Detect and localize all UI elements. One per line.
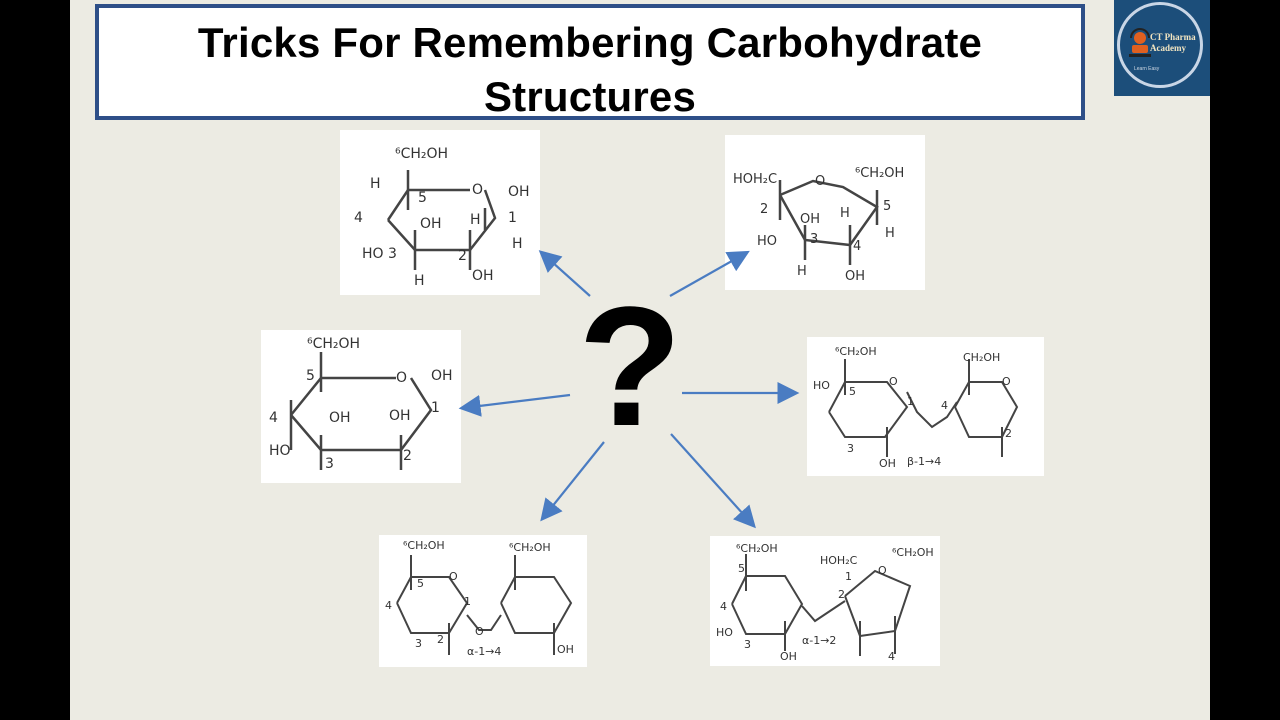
label-1: 1: [464, 595, 471, 608]
structure-maltose: ⁶CH₂OH ⁶CH₂OH 5 O 4 1 O 3 2 α-1→4 OH: [379, 535, 587, 667]
arrow-to-sucrose: [670, 433, 756, 529]
slide: Tricks For Remembering Carbohydrate Stru…: [70, 0, 1210, 720]
label-6ch2oh: ⁶CH₂OH: [835, 345, 877, 358]
label-2: 2: [760, 202, 768, 217]
label-oh: OH: [329, 410, 351, 426]
label-o: O: [889, 375, 898, 388]
label-alpha-link: α-1→4: [467, 645, 501, 658]
arrow-to-fructose: [669, 250, 750, 297]
title-box: Tricks For Remembering Carbohydrate Stru…: [95, 4, 1085, 120]
title-line-1: Tricks For Remembering Carbohydrate: [197, 19, 983, 66]
structure-lactose: ⁶CH₂OH CH₂OH HO 5 O 1 4 O 3 2 OH β-1→4: [807, 337, 1044, 476]
structure-sucrose: ⁶CH₂OH HOH₂C 1 O ⁶CH₂OH 5 4 2 HO 3 α-1→2…: [710, 536, 940, 666]
label-hoh2c: HOH₂C: [733, 172, 777, 187]
label-oh: OH: [420, 216, 442, 232]
label-ho: HO: [269, 443, 291, 459]
label-3: 3: [325, 456, 334, 472]
label-3: 3: [810, 232, 818, 247]
arrows: [458, 250, 800, 529]
label-5: 5: [306, 368, 315, 384]
label-2: 2: [437, 633, 444, 646]
logo-name-line-2: Academy: [1150, 43, 1186, 53]
label-1: 1: [508, 210, 517, 226]
label-oh: OH: [845, 269, 865, 284]
label-4: 4: [888, 650, 895, 663]
arrow-to-maltose: [540, 441, 605, 522]
label-6ch2oh: ⁶CH₂OH: [395, 146, 448, 162]
label-6ch2oh: ⁶CH₂OH: [892, 546, 934, 559]
label-oh: OH: [557, 643, 574, 656]
arrow-to-glucose-left: [458, 393, 571, 417]
label-h: H: [470, 212, 481, 228]
slide-title: Tricks For Remembering Carbohydrate Stru…: [99, 16, 1081, 124]
title-line-2: Structures: [483, 73, 697, 120]
label-6ch2oh: ⁶CH₂OH: [307, 336, 360, 352]
label-beta-link: β-1→4: [907, 455, 941, 468]
label-oh: OH: [879, 457, 896, 470]
academy-logo: CT Pharma Academy Learn Easy: [1114, 0, 1210, 96]
label-4: 4: [720, 600, 727, 613]
label-5: 5: [849, 385, 856, 398]
structure-glucose-left: ⁶CH₂OH 5 O OH 4 OH OH 1 HO 3 2: [261, 330, 461, 483]
label-4: 4: [385, 599, 392, 612]
label-ho: HO 3: [362, 246, 397, 262]
label-oh: OH: [472, 268, 494, 284]
label-oh: OH: [431, 368, 453, 384]
label-2: 2: [403, 448, 412, 464]
label-hoh2c: HOH₂C: [820, 554, 858, 567]
label-h: H: [414, 273, 425, 289]
label-6ch2oh: ⁶CH₂OH: [736, 542, 778, 555]
label-2: 2: [1005, 427, 1012, 440]
label-4: 4: [269, 410, 278, 426]
label-o: O: [475, 625, 484, 638]
label-o: O: [815, 174, 825, 189]
label-4: 4: [853, 239, 861, 254]
label-5: 5: [418, 190, 427, 206]
logo-tagline: Learn Easy: [1134, 66, 1160, 72]
label-5: 5: [738, 562, 745, 575]
label-h: H: [885, 226, 895, 241]
label-2: 2: [458, 248, 467, 264]
question-mark: ?: [578, 272, 682, 462]
label-3: 3: [415, 637, 422, 650]
label-ho: HO: [813, 379, 830, 392]
label-4: 4: [941, 399, 948, 412]
label-1: 1: [845, 570, 852, 583]
label-o: O: [396, 370, 407, 386]
label-alpha-link: α-1→2: [802, 634, 836, 647]
logo-ring: [1117, 2, 1203, 88]
label-h: H: [840, 206, 850, 221]
label-oh: OH: [800, 212, 820, 227]
label-o: O: [1002, 375, 1011, 388]
label-oh: OH: [389, 408, 411, 424]
label-h: H: [797, 264, 807, 279]
label-o: O: [449, 570, 458, 583]
logo-name-line-1: CT Pharma: [1150, 32, 1196, 42]
label-ch2oh: CH₂OH: [963, 351, 1000, 364]
label-h: H: [512, 236, 523, 252]
label-1: 1: [431, 400, 440, 416]
label-oh: OH: [508, 184, 530, 200]
structure-fructose: HOH₂C O ⁶CH₂OH 2 OH H 5 H HO 3 4 H OH: [725, 135, 925, 290]
label-5: 5: [883, 199, 891, 214]
label-1: 1: [907, 395, 914, 408]
label-6ch2oh: ⁶CH₂OH: [403, 539, 445, 552]
label-2: 2: [838, 588, 845, 601]
label-6ch2oh: ⁶CH₂OH: [509, 541, 551, 554]
label-ho: HO: [716, 626, 733, 639]
label-3: 3: [847, 442, 854, 455]
label-o: O: [878, 564, 887, 577]
label-4: 4: [354, 210, 363, 226]
label-ho: HO: [757, 234, 777, 249]
label-oh: OH: [780, 650, 797, 663]
label-6ch2oh: ⁶CH₂OH: [855, 166, 904, 181]
label-3: 3: [744, 638, 751, 651]
logo-name: CT Pharma Academy: [1150, 32, 1210, 54]
label-h: H: [370, 176, 381, 192]
structure-glucose-top: ⁶CH₂OH H 5 O OH 4 OH H 1 H HO 3 2 H OH: [340, 130, 540, 295]
label-o: O: [472, 182, 483, 198]
arrow-to-glucose-top: [538, 250, 591, 297]
label-5: 5: [417, 577, 424, 590]
headphone-person-icon: [1129, 28, 1151, 57]
